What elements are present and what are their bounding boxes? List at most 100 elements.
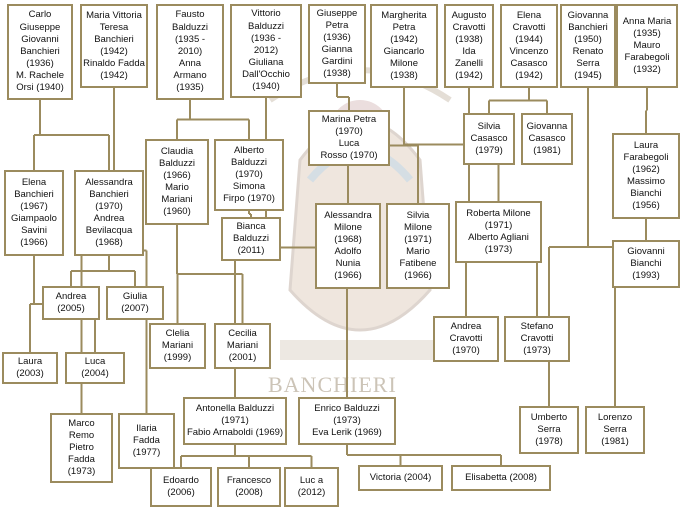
person-text-line: (1968): [334, 233, 362, 245]
person-text-line: (1970): [235, 168, 263, 180]
person-text-line: (1999): [163, 352, 192, 364]
person-box: Victoria (2004): [358, 465, 443, 491]
person-text-line: (1942): [100, 70, 128, 82]
person-text-line: Alessandra: [324, 209, 372, 221]
person-text-line: Orsi (1940): [16, 82, 64, 94]
person-text-line: Banchieri: [14, 188, 54, 200]
person-text-line: Alberto Agliani: [468, 232, 529, 243]
person-text-line: Giuliana: [248, 57, 284, 69]
person-text-line: Laura: [17, 355, 43, 367]
person-text-line: M. Rachele: [15, 70, 65, 82]
person-text-line: Gianna: [321, 44, 353, 55]
person-text-line: Bianchi: [630, 188, 662, 200]
person-text-line: Silvia: [477, 120, 501, 132]
person-text-line: Milone: [404, 221, 432, 233]
person-text-line: (1966): [334, 270, 362, 282]
person-text-line: Anna Maria: [622, 15, 672, 27]
person-box: Laura(2003): [2, 352, 58, 384]
person-box: Enrico Balduzzi(1973)Eva Lerik (1969): [298, 397, 396, 445]
person-text-line: Vincenzo: [509, 46, 549, 57]
person-text-line: (1971): [404, 233, 432, 245]
person-box: Luca(2004): [65, 352, 125, 384]
person-text-line: Simona: [232, 181, 266, 193]
person-text-line: Ida: [462, 46, 476, 57]
person-text-line: Remo: [68, 429, 95, 441]
person-text-line: (1935 -: [174, 33, 206, 45]
person-text-line: Adolfo: [334, 246, 362, 257]
person-text-line: Alberto: [233, 144, 265, 156]
person-text-line: (1935): [633, 27, 661, 39]
person-text-line: (1956): [632, 200, 660, 212]
person-text-line: (1973): [523, 345, 551, 357]
person-text-line: Andrea: [450, 320, 482, 332]
person-text-line: (1942): [515, 70, 543, 82]
person-text-line: Mariani: [161, 194, 193, 206]
person-text-line: (1967): [20, 200, 48, 212]
person-text-line: Lorenzo: [597, 411, 633, 423]
person-text-line: Balduzzi: [233, 232, 269, 244]
person-text-line: (1938): [323, 68, 351, 80]
person-text-line: Farabegoli: [624, 52, 670, 64]
person-text-line: (1970): [452, 345, 480, 357]
person-text-line: (2011): [237, 245, 265, 257]
person-text-line: (1950): [574, 33, 602, 45]
person-text-line: Serra: [537, 423, 561, 435]
watermark-text: BANCHIERI: [268, 372, 397, 397]
person-box: Edoardo(2006): [150, 467, 212, 507]
person-text-line: (1973): [67, 466, 96, 478]
person-text-line: Balduzzi: [248, 20, 284, 32]
person-text-line: (1936): [323, 31, 351, 43]
person-text-line: (1977): [132, 447, 161, 459]
person-text-line: Luca: [338, 138, 360, 149]
person-text-line: (1936): [26, 58, 54, 70]
person-text-line: (1938): [455, 33, 483, 45]
person-text-line: Renato: [572, 46, 604, 57]
person-text-line: (1932): [633, 64, 661, 76]
person-text-line: (2001): [228, 352, 257, 364]
person-text-line: (1973): [484, 244, 513, 256]
person-text-line: Fabio Arnaboldi (1969): [186, 427, 284, 439]
person-text-line: Cravotti: [449, 332, 483, 344]
person-text-line: Elena: [21, 176, 47, 188]
person-text-line: Pietro: [69, 441, 94, 453]
person-text-line: Laura: [633, 139, 659, 151]
person-text-line: (1979): [475, 145, 503, 157]
person-text-line: Savini: [21, 225, 47, 237]
person-box: Antonella Balduzzi(1971)Fabio Arnaboldi …: [183, 397, 287, 445]
person-text-line: Silvia: [406, 209, 430, 221]
person-text-line: (1966): [404, 270, 432, 282]
person-box: Francesco(2008): [217, 467, 281, 507]
person-text-line: Margherita: [381, 9, 427, 21]
person-text-line: Firpo (1970): [223, 193, 275, 205]
person-text-line: Giulia: [122, 290, 148, 302]
person-text-line: Marina Petra: [321, 113, 377, 125]
person-text-line: Francesco: [226, 474, 272, 486]
person-text-line: (1966): [163, 169, 191, 181]
person-text-line: Fatibene: [399, 258, 437, 270]
person-text-line: Fausto: [175, 9, 205, 21]
person-text-line: (1978): [535, 436, 563, 448]
person-text-line: Alessandra: [85, 176, 133, 188]
person-text-line: (2012): [297, 487, 326, 498]
person-box: Andrea(2005): [42, 286, 100, 320]
person-text-line: Petra: [325, 19, 349, 31]
person-text-line: Casasco: [470, 132, 508, 144]
person-text-line: Giampaolo: [11, 213, 57, 224]
